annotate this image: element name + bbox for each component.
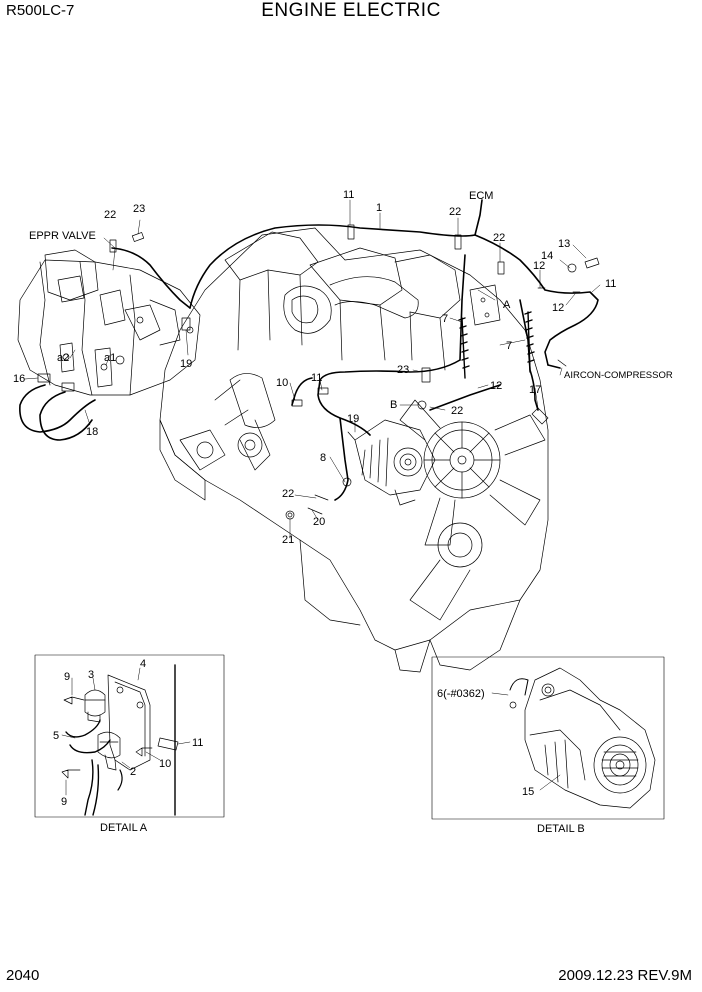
hardware: [37, 224, 600, 520]
wiring-harness: [111, 199, 599, 501]
callout-22a: 22: [104, 209, 116, 221]
detail-a-frame: [34, 654, 225, 818]
detail-b-callout-6: 6(-#0362): [437, 688, 485, 700]
callout-22d: 22: [451, 405, 463, 417]
callout-12c: 12: [490, 380, 502, 392]
callout-19a: 19: [180, 358, 192, 370]
callout-10: 10: [276, 377, 288, 389]
callout-21: 21: [282, 534, 294, 546]
callout-23a: 23: [133, 203, 145, 215]
callout-19b: 19: [347, 413, 359, 425]
harness-18: [19, 384, 96, 441]
detail-b-caption: DETAIL B: [537, 823, 585, 835]
detail-a-callout-11: 11: [192, 737, 203, 749]
aircon-compressor-label: AIRCON-COMPRESSOR: [564, 370, 673, 381]
detail-a-callout-2: 2: [130, 766, 136, 778]
leader-lines: [24, 199, 601, 539]
callout-22e: 22: [282, 488, 294, 500]
page-title: ENGINE ELECTRIC: [261, 0, 441, 21]
eppr-valve-label: EPPR VALVE: [29, 230, 96, 242]
detail-a-callout-5: 5: [53, 730, 59, 742]
callout-12a: 12: [533, 260, 545, 272]
detail-a-callout-4: 4: [140, 658, 146, 670]
page-number: 2040: [6, 967, 40, 984]
callout-A: A: [503, 299, 511, 311]
callout-11a: 11: [343, 189, 354, 201]
callout-a1: a1: [104, 352, 116, 364]
callout-22b: 22: [449, 206, 461, 218]
detail-b-frame: [431, 656, 665, 820]
ecm-label: ECM: [469, 190, 493, 202]
detail-a-callout-9a: 9: [64, 671, 70, 683]
callout-11b: 11: [311, 372, 322, 384]
callout-11c: 11: [605, 278, 616, 290]
revision-date: 2009.12.23 REV.9M: [558, 967, 692, 984]
callout-B: B: [390, 399, 397, 411]
detail-b-drawing: [491, 667, 656, 809]
detail-a-callout-3: 3: [88, 669, 94, 681]
callout-20: 20: [313, 516, 325, 528]
engine-block: [159, 227, 549, 673]
ground-straps: [458, 311, 535, 379]
callout-1: 1: [376, 202, 382, 214]
callout-7a: 7: [442, 313, 448, 325]
callout-8: 8: [320, 452, 326, 464]
detail-a-callout-9b: 9: [61, 796, 67, 808]
callout-a2: a2: [57, 352, 69, 364]
callout-14: 14: [541, 250, 553, 262]
detail-a-caption: DETAIL A: [100, 822, 148, 834]
callout-22c: 22: [493, 232, 505, 244]
model-code: R500LC-7: [6, 2, 75, 19]
main-pump: [17, 249, 201, 396]
callout-16: 16: [13, 373, 25, 385]
callout-12b: 12: [552, 302, 564, 314]
callout-17: 17: [529, 384, 541, 396]
callout-18: 18: [86, 426, 98, 438]
detail-a-drawing: [61, 664, 191, 816]
detail-a-callout-10: 10: [159, 758, 171, 770]
callout-13: 13: [558, 238, 570, 250]
cooling-fan: [399, 399, 546, 621]
callout-23b: 23: [397, 364, 409, 376]
callout-7b: 7: [506, 340, 512, 352]
alternator: [354, 419, 436, 506]
detail-b-callout-15: 15: [522, 786, 534, 798]
